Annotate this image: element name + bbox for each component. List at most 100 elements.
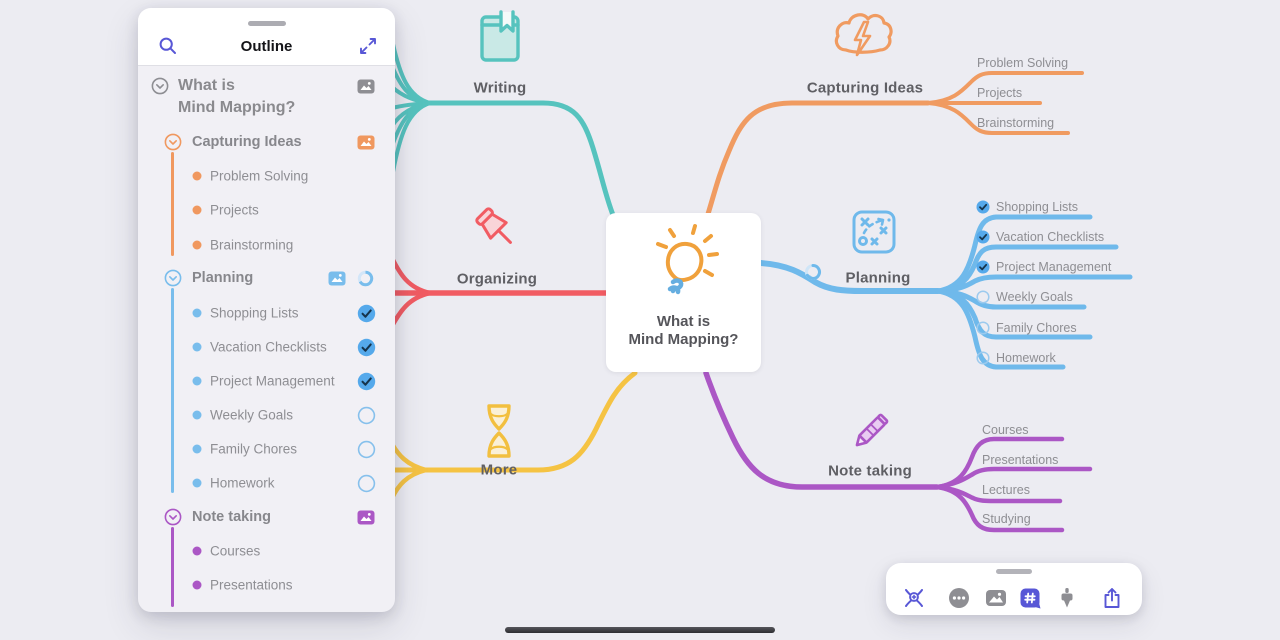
panel-title: Outline — [240, 38, 293, 55]
chevron-down-circle-icon[interactable] — [164, 269, 182, 287]
node-project-management[interactable]: Project Management — [976, 260, 1111, 274]
node-writing[interactable]: Writing — [473, 79, 527, 97]
checkbox-checked-icon[interactable] — [357, 372, 376, 391]
node-weekly-goals[interactable]: Weekly Goals — [976, 290, 1073, 304]
bottom-toolbar[interactable] — [886, 563, 1142, 615]
checkbox-checked-icon[interactable] — [357, 338, 376, 357]
home-indicator[interactable] — [505, 627, 775, 633]
style-brush-icon[interactable] — [1055, 586, 1079, 610]
center-node-title: What is Mind Mapping? — [628, 313, 739, 348]
lightbulb-icon — [655, 224, 719, 295]
node-note-taking[interactable]: Note taking — [828, 462, 912, 480]
outline-row-projects[interactable]: Projects — [210, 202, 259, 218]
image-icon[interactable] — [984, 586, 1008, 610]
bullet — [192, 410, 202, 420]
outline-row-brainstorming[interactable]: Brainstorming — [210, 237, 294, 253]
outline-row-project-management[interactable]: Project Management — [210, 373, 335, 389]
branch-organizing-line — [389, 255, 609, 329]
outline-row-weekly-goals[interactable]: Weekly Goals — [210, 407, 294, 423]
branch-planning-line — [758, 214, 1133, 370]
node-label: Project Management — [996, 260, 1112, 274]
node-label: Family Chores — [996, 321, 1077, 335]
outline-row-homework[interactable]: Homework — [210, 475, 275, 491]
bullet — [192, 444, 202, 454]
checkbox-checked-icon[interactable] — [976, 260, 990, 274]
panel-drag-handle[interactable] — [247, 21, 286, 26]
checkbox-unchecked-icon[interactable] — [357, 474, 376, 493]
node-label: Shopping Lists — [996, 200, 1079, 214]
node-planning[interactable]: Planning — [845, 269, 911, 287]
node-vacation-checklists[interactable]: Vacation Checklists — [976, 230, 1104, 244]
branch-writing-line — [390, 42, 616, 218]
image-badge-icon[interactable] — [357, 135, 375, 150]
outline-row-problem-solving[interactable]: Problem Solving — [210, 168, 309, 184]
outline-row-vacation-checklists[interactable]: Vacation Checklists — [210, 339, 327, 355]
outline-connector-orange — [171, 152, 174, 256]
outline-row-root[interactable]: What is Mind Mapping? — [178, 77, 296, 116]
outline-row-courses[interactable]: Courses — [210, 543, 261, 559]
chevron-down-circle-icon[interactable] — [151, 77, 169, 95]
bullet — [192, 342, 202, 352]
checkbox-unchecked-icon[interactable] — [357, 440, 376, 459]
hourglass-icon[interactable] — [479, 402, 519, 460]
bullet — [192, 478, 202, 488]
node-courses[interactable]: Courses — [982, 423, 1029, 437]
chevron-down-circle-icon[interactable] — [164, 133, 182, 151]
bullet — [192, 376, 202, 386]
outline-row-presentations[interactable]: Presentations — [210, 577, 293, 593]
center-node[interactable]: What is Mind Mapping? — [606, 213, 761, 372]
checkbox-unchecked-icon[interactable] — [976, 321, 990, 335]
node-presentations[interactable]: Presentations — [982, 453, 1059, 467]
outline-row-family-chores[interactable]: Family Chores — [210, 441, 298, 457]
node-problem-solving[interactable]: Problem Solving — [977, 56, 1069, 70]
node-label: Homework — [996, 351, 1056, 365]
expand-icon[interactable] — [358, 36, 378, 56]
image-badge-icon[interactable] — [357, 79, 375, 94]
image-badge-icon[interactable] — [328, 271, 346, 286]
checkbox-unchecked-icon[interactable] — [976, 351, 990, 365]
progress-ring-icon — [357, 270, 374, 287]
outline-header: Outline — [138, 8, 395, 66]
bullet — [192, 205, 202, 215]
node-lectures[interactable]: Lectures — [982, 483, 1030, 497]
node-more[interactable]: More — [480, 461, 518, 479]
outline-panel[interactable]: Outline What is Mind Mapping? C — [138, 8, 395, 612]
checkbox-checked-icon[interactable] — [357, 304, 376, 323]
pencil-icon[interactable] — [845, 412, 895, 456]
node-capturing-ideas[interactable]: Capturing Ideas — [806, 79, 924, 97]
checkbox-checked-icon[interactable] — [976, 200, 990, 214]
outline-row-note-taking[interactable]: Note taking — [192, 509, 271, 525]
outline-row-shopping-lists[interactable]: Shopping Lists — [210, 305, 299, 321]
outline-row-planning[interactable]: Planning — [192, 270, 254, 286]
node-homework[interactable]: Homework — [976, 351, 1056, 365]
node-studying[interactable]: Studying — [982, 512, 1031, 526]
search-icon[interactable] — [158, 36, 178, 56]
outline-connector-purple — [171, 527, 174, 607]
node-connect-icon[interactable] — [902, 586, 926, 610]
book-icon[interactable] — [477, 8, 523, 64]
chevron-down-circle-icon[interactable] — [164, 508, 182, 526]
node-projects[interactable]: Projects — [977, 86, 1023, 100]
checkbox-checked-icon[interactable] — [976, 230, 990, 244]
more-options-icon[interactable] — [947, 586, 971, 610]
bullet — [192, 240, 202, 250]
tags-icon[interactable] — [1018, 586, 1042, 610]
node-brainstorming[interactable]: Brainstorming — [977, 116, 1055, 130]
node-shopping-lists[interactable]: Shopping Lists — [976, 200, 1078, 214]
image-badge-icon[interactable] — [357, 510, 375, 525]
bullet — [192, 546, 202, 556]
outline-row-capturing-ideas[interactable]: Capturing Ideas — [192, 134, 302, 150]
share-icon[interactable] — [1100, 586, 1124, 610]
node-label: Weekly Goals — [996, 290, 1073, 304]
branch-capturing-line — [705, 71, 1084, 217]
strategy-board-icon[interactable] — [850, 208, 898, 256]
checkbox-unchecked-icon[interactable] — [357, 406, 376, 425]
checkbox-unchecked-icon[interactable] — [976, 290, 990, 304]
pushpin-icon[interactable] — [468, 203, 526, 259]
node-family-chores[interactable]: Family Chores — [976, 321, 1077, 335]
bullet — [192, 308, 202, 318]
toolbar-drag-handle[interactable] — [996, 569, 1032, 574]
storm-cloud-icon[interactable] — [832, 10, 894, 68]
node-organizing[interactable]: Organizing — [456, 270, 538, 288]
